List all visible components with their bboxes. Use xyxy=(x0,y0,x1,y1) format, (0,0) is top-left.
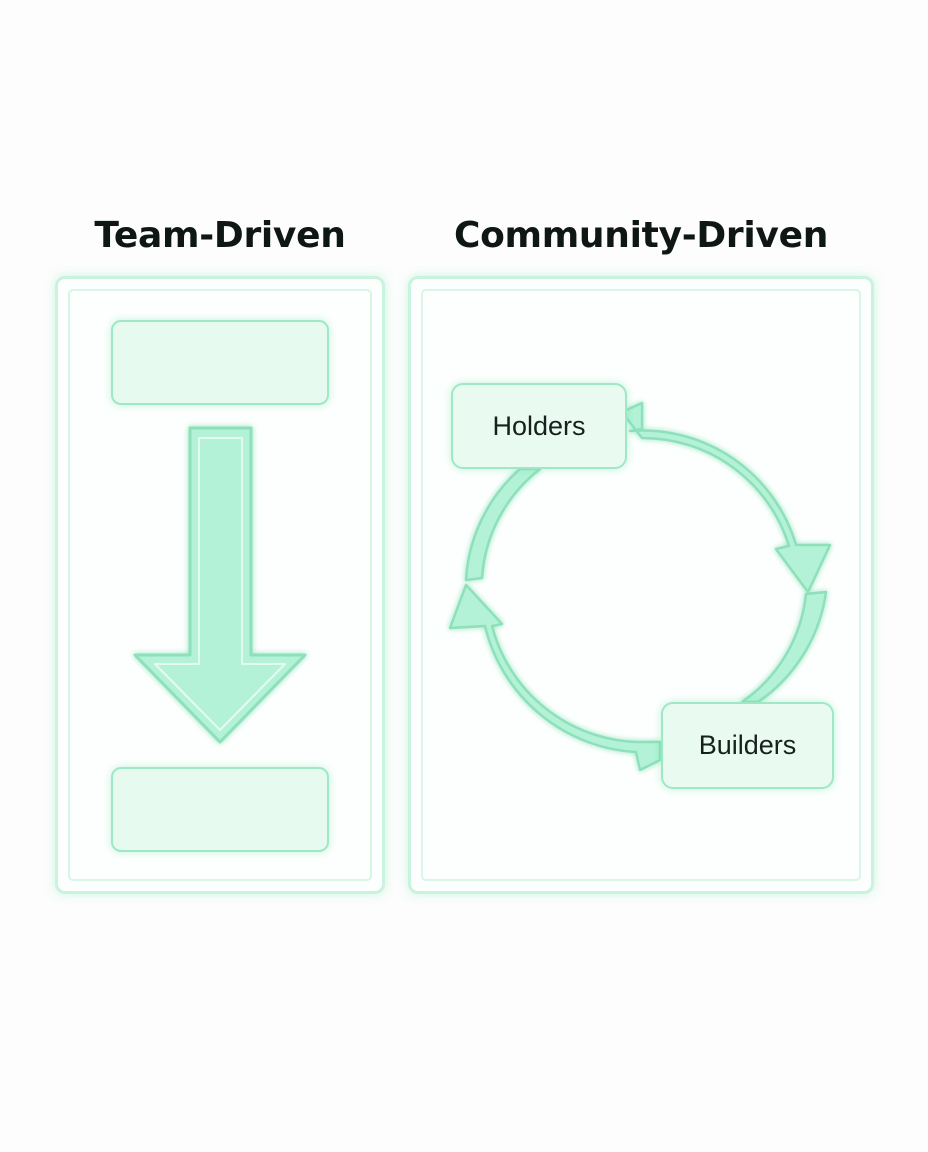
team-driven-title: Team-Driven xyxy=(94,215,346,256)
cycle-arrow-left-icon xyxy=(448,583,662,772)
team-bottom-box xyxy=(111,767,329,852)
builders-node: Builders xyxy=(661,702,834,789)
cycle-arrow-bottom-right-icon xyxy=(740,590,828,704)
community-driven-panel xyxy=(408,276,874,894)
community-driven-title: Community-Driven xyxy=(453,215,829,256)
down-arrow-icon xyxy=(133,426,307,744)
holders-label: Holders xyxy=(492,410,586,441)
cycle-arrow-right-icon xyxy=(620,401,832,594)
community-driven-panel-inner-border xyxy=(421,289,861,881)
holders-node: Holders xyxy=(451,383,627,469)
team-top-box xyxy=(111,320,329,405)
builders-label: Builders xyxy=(698,730,797,760)
team-driven-panel-inner-border xyxy=(68,289,372,881)
cycle-arrow-top-left-icon xyxy=(464,467,542,582)
